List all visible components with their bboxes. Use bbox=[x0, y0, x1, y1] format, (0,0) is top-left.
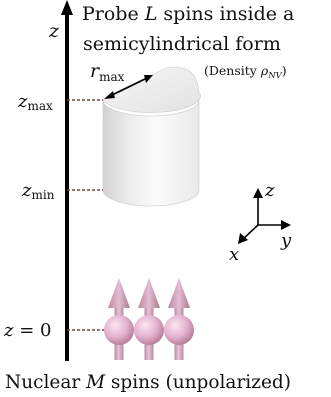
zmin-label: zmin bbox=[21, 180, 55, 202]
rmax-arrow bbox=[107, 76, 150, 98]
semicylinder-side bbox=[102, 99, 200, 207]
footer-pre: Nuclear bbox=[5, 372, 86, 393]
rmax-label-base: r bbox=[90, 60, 101, 82]
rmax-label: rmax bbox=[90, 60, 125, 84]
semicylinder-top-face bbox=[102, 66, 201, 113]
frame-x-arrowhead bbox=[238, 233, 248, 244]
frame-z-arrowhead bbox=[253, 188, 263, 198]
header-line-1-var: L bbox=[144, 3, 158, 25]
zero-label-base: z bbox=[3, 320, 14, 341]
zero-label-rest: = 0 bbox=[13, 320, 51, 341]
density-annotation: (Density ρNV) bbox=[204, 63, 287, 81]
nuclear-spin bbox=[164, 278, 194, 360]
zmax-label-sub: max bbox=[27, 99, 53, 113]
footer-var: M bbox=[85, 372, 106, 393]
coordinate-frame: z y x bbox=[229, 180, 292, 265]
rmax-label-sub: max bbox=[99, 70, 125, 84]
density-symbol: ρ bbox=[260, 63, 269, 78]
zmin-label-base: z bbox=[21, 180, 32, 201]
frame-z-label: z bbox=[264, 180, 275, 201]
frame-y-arrowhead bbox=[281, 220, 291, 230]
frame-y-label: y bbox=[280, 230, 292, 251]
nuclear-spins bbox=[104, 278, 194, 360]
spin-ball bbox=[134, 315, 164, 345]
frame-x-label: x bbox=[229, 244, 239, 265]
zmax-label: zmax bbox=[17, 91, 53, 113]
header-line-1-pre: Probe bbox=[82, 3, 145, 25]
frame-x-axis bbox=[242, 224, 259, 240]
semicylinder bbox=[102, 66, 201, 207]
nuclear-spin bbox=[134, 278, 164, 360]
header-line-1-post: spins inside a bbox=[157, 3, 294, 25]
zmin-label-sub: min bbox=[31, 188, 54, 202]
density-post: ) bbox=[282, 63, 287, 78]
spin-ball bbox=[164, 315, 194, 345]
spin-arrowhead bbox=[138, 278, 160, 308]
header-line-2: semicylindrical form bbox=[83, 33, 281, 55]
footer-post: spins (unpolarized) bbox=[105, 372, 291, 393]
spin-arrowhead bbox=[168, 278, 190, 308]
nuclear-spin bbox=[104, 278, 134, 360]
zmax-label-base: z bbox=[17, 91, 28, 112]
header-line-1: Probe L spins inside a bbox=[82, 3, 294, 25]
density-pre: (Density bbox=[204, 63, 261, 78]
density-subscript: NV bbox=[267, 71, 282, 81]
rmax-arrowhead-end bbox=[144, 75, 153, 83]
z-axis-label: z bbox=[48, 20, 60, 42]
footer-caption: Nuclear M spins (unpolarized) bbox=[5, 372, 291, 393]
spin-ball bbox=[104, 315, 134, 345]
rmax-arrowhead-start bbox=[104, 91, 115, 99]
zero-label: z = 0 bbox=[3, 320, 51, 341]
spin-arrowhead bbox=[108, 278, 130, 308]
z-axis-arrowhead bbox=[61, 0, 73, 15]
